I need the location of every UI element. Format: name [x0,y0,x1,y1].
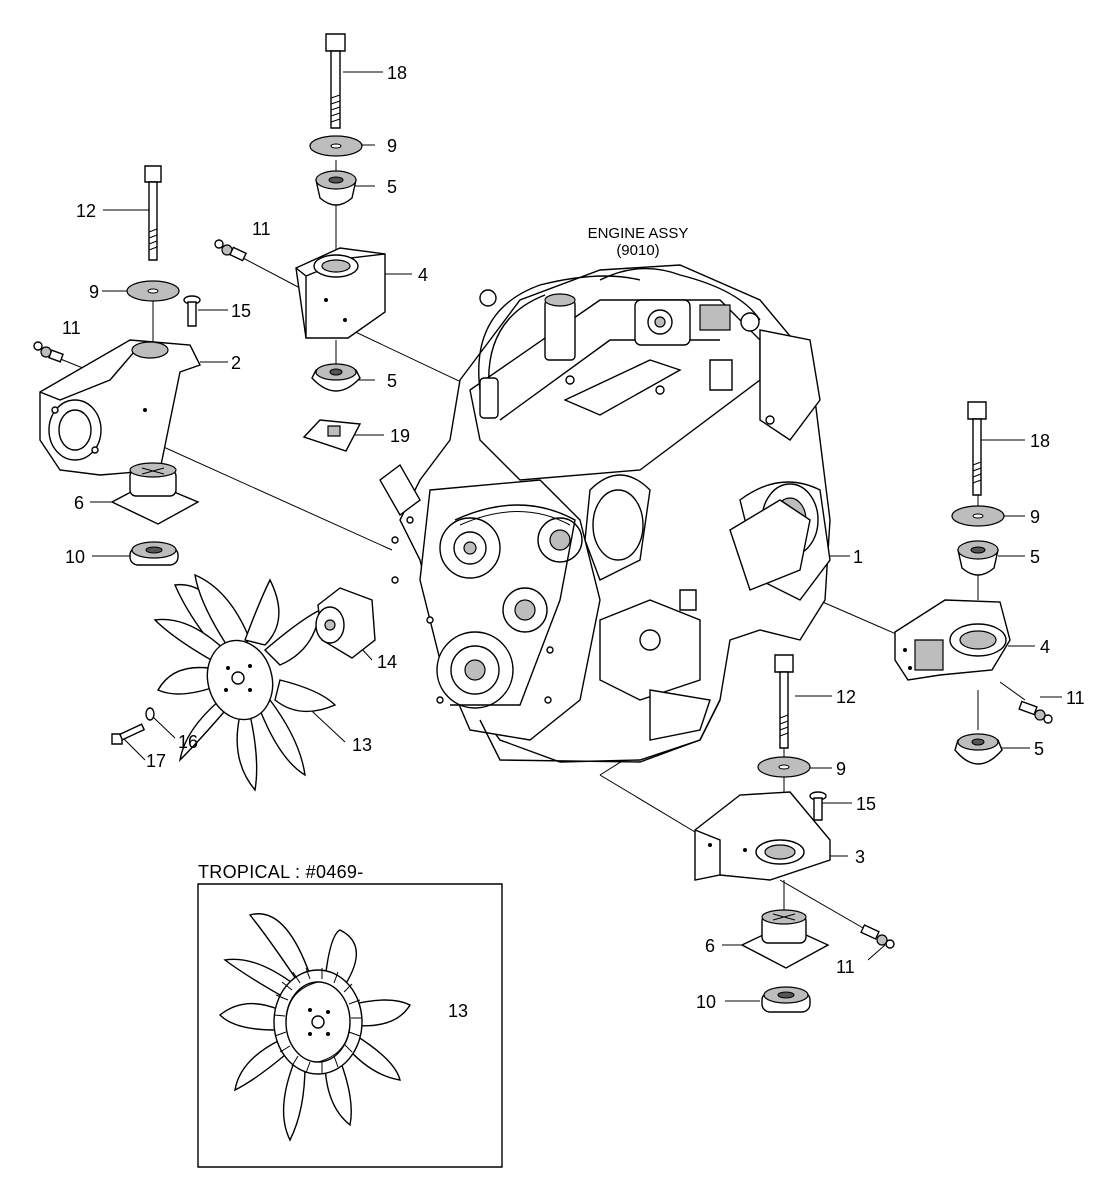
bolt-12-lower [775,655,793,748]
callout-17: 17 [146,751,167,771]
engine-assy-title: ENGINE ASSY [587,225,689,242]
bracket-2-left [40,340,200,475]
washer-9-lower [758,757,810,777]
rubber-mount-5-top [316,171,356,205]
callout-11-top: 11 [252,219,271,239]
fan-13 [155,575,335,790]
callout-18-right: 18 [1030,431,1051,451]
bolt-11-left [34,342,63,362]
spacer-14 [316,588,375,658]
callout-4-top: 4 [418,265,429,285]
callout-11-right: 11 [1066,688,1085,708]
callout-4-right: 4 [1040,637,1051,657]
damper-6-left [112,463,198,524]
washer-16 [146,708,154,720]
callout-10-left: 10 [65,547,86,567]
rubber-mount-5-right-lower [955,734,1002,764]
bracket-3-lower [695,792,830,880]
engine-assembly [380,265,830,762]
callout-6-lower: 6 [705,936,716,956]
callout-12-lower: 12 [836,687,857,707]
bolt-12-left [145,166,161,260]
fan-13-tropical [220,914,410,1140]
callout-9-top: 9 [387,136,398,156]
callout-9-left: 9 [89,282,100,302]
bolt-17 [112,724,144,744]
callout-5-right-lower: 5 [1034,739,1045,759]
callout-11-lower: 11 [836,957,855,977]
bolt-11-lower [861,925,894,948]
washer-9-left [127,281,179,301]
rubber-mount-5-lower [312,364,360,391]
tropical-inset-title: TROPICAL : #0469- [198,862,364,882]
callout-14: 14 [377,652,398,672]
damper-10-left [130,542,178,565]
callout-9-lower: 9 [836,759,847,779]
bolt-18-top [326,34,345,128]
callout-3: 3 [855,847,866,867]
callout-15-left: 15 [231,301,252,321]
callout-6-left: 6 [74,493,85,513]
bolt-15-lower [810,792,826,820]
bolt-11-top [215,240,246,261]
damper-10-lower [762,987,810,1012]
callout-11-left: 11 [62,318,81,338]
washer-9-top [310,136,362,156]
callout-16: 16 [178,732,199,752]
damper-6-lower [742,910,828,968]
bolt-18-right [968,402,986,495]
bolt-11-right [1019,702,1052,723]
rubber-mount-5-right-top [958,541,998,575]
callout-13: 13 [352,735,373,755]
callout-1: 1 [853,547,864,567]
callout-15-lower: 15 [856,794,877,814]
callout-5-top: 5 [387,177,398,197]
callout-18-top: 18 [387,63,408,83]
bracket-4-right [895,600,1010,680]
washer-9-right [952,506,1004,526]
callout-10-lower: 10 [696,992,717,1012]
callout-19: 19 [390,426,411,446]
bracket-4-top [296,248,385,338]
callout-5-right: 5 [1030,547,1041,567]
callout-13-tropical: 13 [448,1001,469,1021]
callout-9-right: 9 [1030,507,1041,527]
callout-5-lower: 5 [387,371,398,391]
plate-19 [304,420,360,451]
callout-2: 2 [231,353,242,373]
engine-assy-code: (9010) [616,242,660,259]
callout-12-left: 12 [76,201,97,221]
bolt-15-left [184,296,200,326]
